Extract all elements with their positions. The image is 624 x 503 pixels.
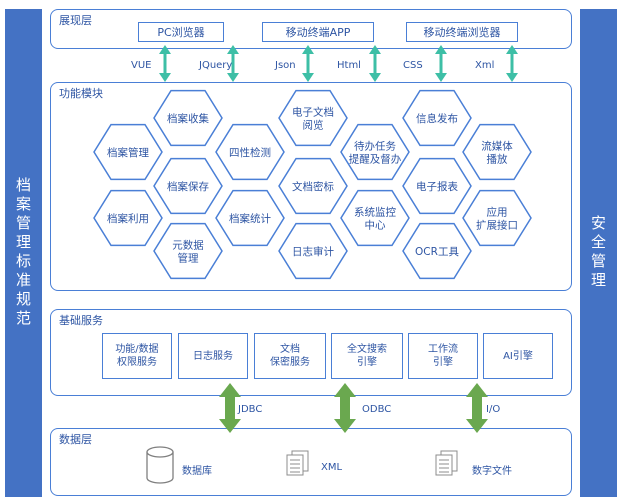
function-module-title: 功能模块 [59,87,103,100]
ai-engine-box: AI引擎 [483,333,553,379]
function-module-layer: 功能模块 [50,82,572,291]
mobile-app-box: 移动终端APP [262,22,374,42]
tech-label-jquery: JQuery [199,60,233,71]
database-label: 数据库 [182,466,212,477]
permission-service-box: 功能/数据权限服务 [102,333,172,379]
io-label: I/O [486,404,501,415]
data-layer-title: 数据层 [59,433,92,446]
odbc-label: ODBC [362,404,392,415]
pc-browser-box: PC浏览器 [138,22,224,42]
tech-label-xml: Xml [475,60,495,71]
tech-double-arrow [302,45,314,82]
data-layer: 数据层 [50,428,572,496]
standards-sidebar: 档案管理标准规范 [5,9,42,497]
security-sidebar: 安全管理 [580,9,617,497]
basic-services-title: 基础服务 [59,314,103,327]
fulltext-search-box: 全文搜索引擎 [331,333,403,379]
tech-double-arrow [369,45,381,82]
tech-double-arrow [159,45,171,82]
workflow-engine-box: 工作流引擎 [408,333,478,379]
tech-double-arrow [506,45,518,82]
tech-label-vue: VUE [131,60,152,71]
tech-double-arrow [435,45,447,82]
security-label: 安全管理 [589,215,607,291]
standards-label: 档案管理标准规范 [14,177,32,329]
tech-label-css: CSS [403,60,423,71]
jdbc-label: JDBC [238,404,263,415]
secrecy-service-box: 文档保密服务 [254,333,326,379]
xml-label: XML [321,462,343,473]
presentation-layer-title: 展现层 [59,14,92,27]
digital-file-label: 数字文件 [472,466,512,477]
tech-label-html: Html [337,60,361,71]
mobile-browser-box: 移动终端浏览器 [406,22,518,42]
tech-label-json: Json [275,60,296,71]
log-service-box: 日志服务 [178,333,248,379]
